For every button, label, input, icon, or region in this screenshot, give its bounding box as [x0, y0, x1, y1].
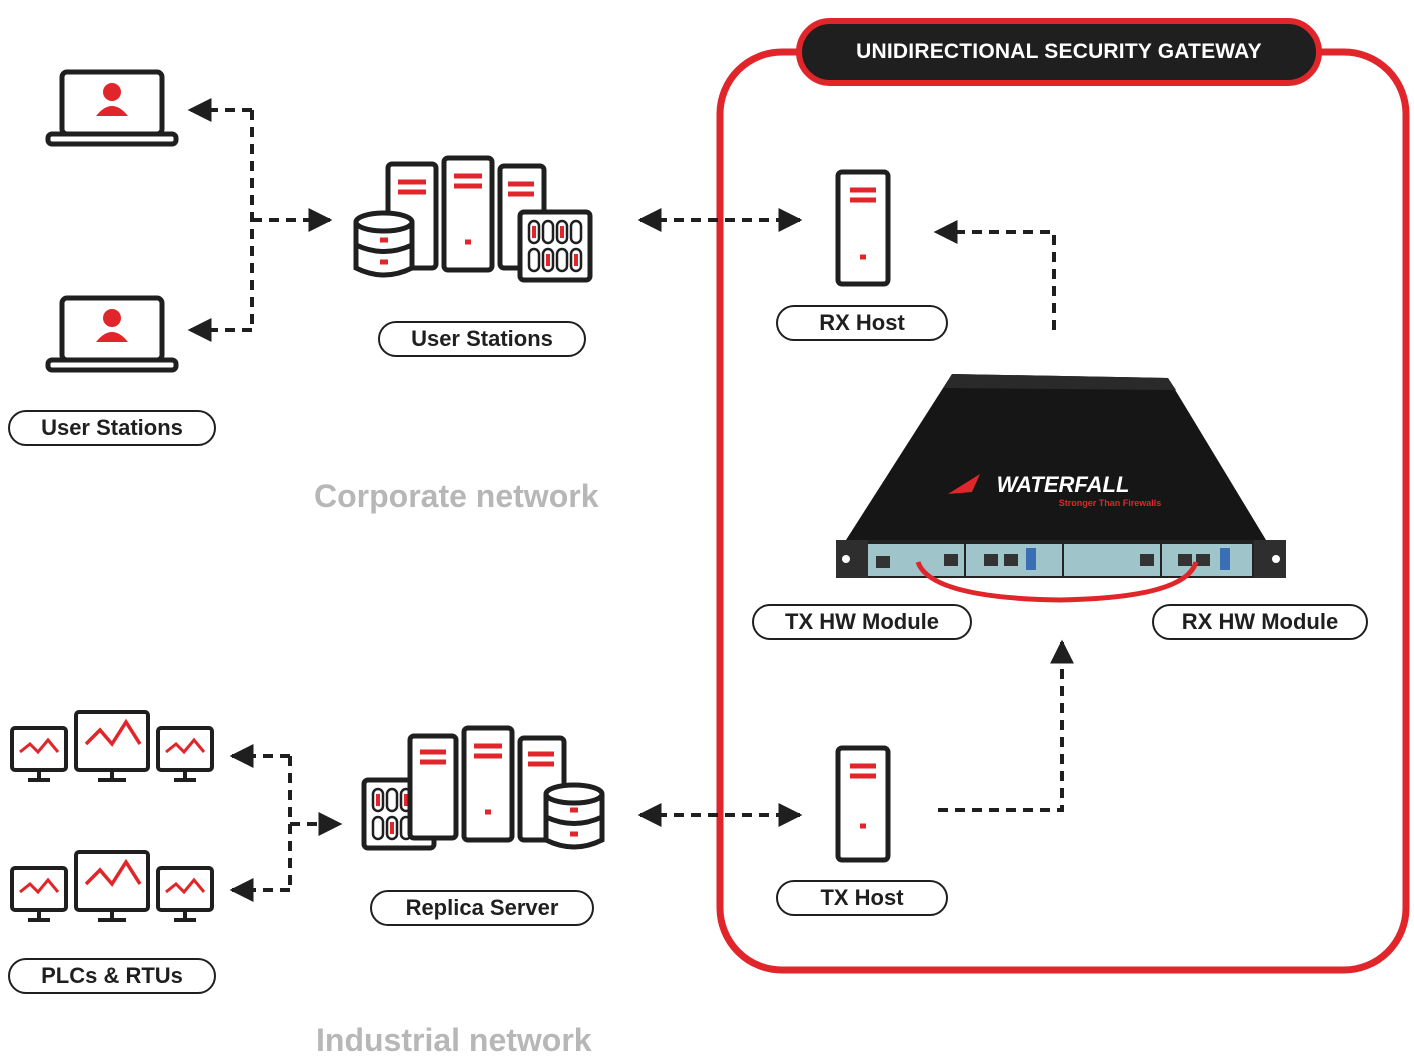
device-brand: WATERFALL [997, 472, 1130, 497]
tx-module-panel [868, 544, 1062, 576]
server-tower-icon [835, 745, 891, 863]
corporate-network-label: Corporate network [314, 478, 599, 514]
waterfall-device: WATERFALL Stronger Than Firewalls [836, 374, 1286, 603]
monitor-trend-icon [10, 726, 68, 782]
label-tx-host: TX Host [776, 880, 948, 916]
firewall-rack-icon [517, 209, 593, 283]
label-user-stations-center: User Stations [378, 321, 586, 357]
dashed-connector [938, 639, 1074, 812]
laptop-user-icon [45, 295, 179, 373]
monitor-trend-icon [10, 866, 68, 922]
fiber-loop [915, 560, 1199, 603]
database-icon [353, 210, 415, 278]
dashed-connector [187, 98, 333, 342]
gateway-title: UNIDIRECTIONAL SECURITY GATEWAY [796, 18, 1322, 86]
database-icon [543, 782, 605, 850]
monitor-trend-icon [74, 710, 150, 782]
label-rx-hw-module: RX HW Module [1152, 604, 1368, 640]
monitor-trend-icon [74, 850, 150, 922]
dashed-connector [933, 220, 1056, 330]
label-user-stations-left: User Stations [8, 410, 216, 446]
laptop-user-icon [45, 69, 179, 147]
rx-module-panel [1064, 544, 1252, 576]
monitor-trend-icon [156, 726, 214, 782]
label-replica-server: Replica Server [370, 890, 594, 926]
monitor-trend-icon [156, 866, 214, 922]
label-tx-hw-module: TX HW Module [752, 604, 972, 640]
label-plcs-rtus: PLCs & RTUs [8, 958, 216, 994]
server-cluster-icon [407, 725, 567, 843]
device-tagline: Stronger Than Firewalls [1059, 498, 1162, 508]
dashed-connector [229, 744, 343, 902]
label-rx-host: RX Host [776, 305, 948, 341]
industrial-network-label: Industrial network [316, 1022, 592, 1058]
server-tower-icon [835, 169, 891, 287]
